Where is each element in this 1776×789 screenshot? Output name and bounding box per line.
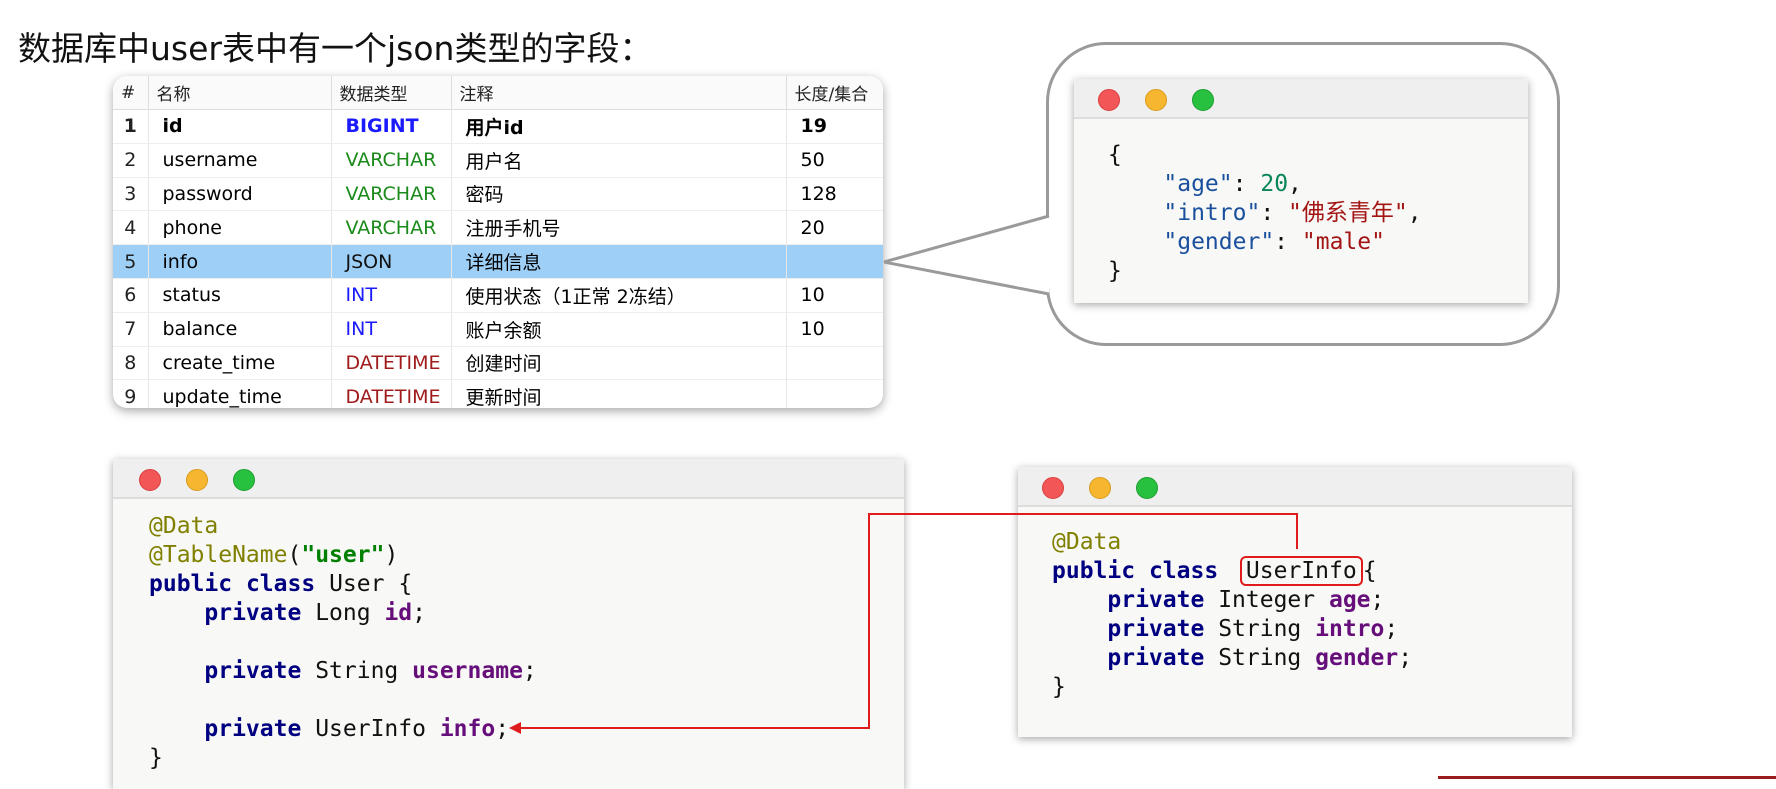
close-dot-icon[interactable]	[139, 469, 161, 491]
table-header-row: # 名称 数据类型 注释 长度/集合	[113, 76, 883, 110]
col-header-name[interactable]: 名称	[148, 76, 332, 110]
row-number-cell: 9	[113, 379, 149, 408]
data-type-cell: JSON	[331, 244, 452, 279]
comment-cell: 密码	[451, 177, 787, 212]
data-type-cell: VARCHAR	[331, 177, 452, 212]
col-header-comment[interactable]: 注释	[451, 76, 787, 110]
column-name-cell: status	[148, 278, 332, 313]
row-number-cell: 6	[113, 278, 149, 313]
json-window: { "age": 20, "intro": "佛系青年", "gender": …	[1074, 79, 1528, 303]
comment-cell: 用户名	[451, 143, 787, 178]
comment-cell: 创建时间	[451, 346, 787, 381]
row-number-cell: 2	[113, 143, 149, 178]
user-class-window: @Data @TableName("user") public class Us…	[113, 459, 904, 789]
bottom-edge-line	[1438, 776, 1776, 779]
comment-cell: 详细信息	[451, 244, 787, 279]
maximize-dot-icon[interactable]	[1192, 89, 1214, 111]
column-name-cell: create_time	[148, 346, 332, 381]
comment-cell: 使用状态（1正常 2冻结）	[451, 278, 787, 313]
userinfo-highlight-box: UserInfo	[1239, 556, 1363, 586]
data-type-cell: INT	[331, 312, 452, 347]
minimize-dot-icon[interactable]	[1145, 89, 1167, 111]
comment-cell: 更新时间	[451, 379, 787, 408]
user-class-code: @Data @TableName("user") public class Us…	[149, 513, 537, 771]
close-dot-icon[interactable]	[1098, 89, 1120, 111]
column-name-cell: update_time	[148, 379, 332, 408]
length-cell: 20	[786, 210, 883, 246]
row-number-cell: 1	[113, 109, 149, 144]
column-name-cell: username	[148, 143, 332, 178]
maximize-dot-icon[interactable]	[233, 469, 255, 491]
page-title: 数据库中user表中有一个json类型的字段：	[18, 29, 653, 68]
data-type-cell: VARCHAR	[331, 210, 452, 246]
data-type-cell: DATETIME	[331, 346, 452, 381]
row-number-cell: 3	[113, 177, 149, 212]
length-cell	[786, 244, 883, 279]
length-cell: 10	[786, 278, 883, 313]
window-titlebar	[113, 459, 904, 499]
column-name-cell: phone	[148, 210, 332, 246]
data-type-cell: DATETIME	[331, 379, 452, 408]
close-dot-icon[interactable]	[1042, 477, 1064, 499]
comment-cell: 注册手机号	[451, 210, 787, 246]
data-type-cell: VARCHAR	[331, 143, 452, 178]
length-cell	[786, 346, 883, 381]
col-header-type[interactable]: 数据类型	[331, 76, 452, 110]
minimize-dot-icon[interactable]	[1089, 477, 1111, 499]
data-type-cell: INT	[331, 278, 452, 313]
window-titlebar	[1074, 79, 1528, 119]
col-header-length[interactable]: 长度/集合	[786, 76, 883, 110]
length-cell: 10	[786, 312, 883, 347]
col-header-num[interactable]: #	[113, 76, 149, 110]
length-cell: 50	[786, 143, 883, 178]
column-name-cell: id	[148, 109, 332, 144]
comment-cell: 账户余额	[451, 312, 787, 347]
column-name-cell: balance	[148, 312, 332, 347]
length-cell: 19	[786, 109, 883, 144]
column-name-cell: info	[148, 244, 332, 279]
minimize-dot-icon[interactable]	[186, 469, 208, 491]
length-cell: 128	[786, 177, 883, 212]
maximize-dot-icon[interactable]	[1136, 477, 1158, 499]
userinfo-class-code: @Data public class UserInfo{ private Int…	[1052, 529, 1413, 700]
column-name-cell: password	[148, 177, 332, 212]
length-cell	[786, 379, 883, 408]
row-number-cell: 7	[113, 312, 149, 347]
data-type-cell: BIGINT	[331, 109, 452, 144]
row-number-cell: 4	[113, 210, 149, 246]
row-number-cell: 8	[113, 346, 149, 381]
json-code: { "age": 20, "intro": "佛系青年", "gender": …	[1108, 142, 1422, 284]
row-number-cell: 5	[113, 244, 149, 279]
userinfo-class-window: @Data public class UserInfo{ private Int…	[1018, 467, 1572, 737]
window-titlebar	[1018, 467, 1572, 507]
comment-cell: 用户id	[451, 109, 787, 144]
